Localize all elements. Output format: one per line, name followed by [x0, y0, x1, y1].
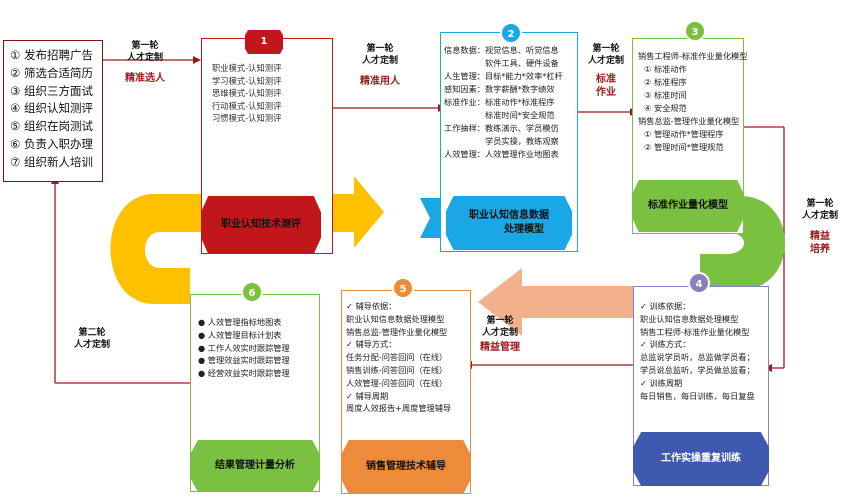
- list-item: ② 管理时间*管理规范: [644, 142, 724, 152]
- list-item: ● 管理效益实时跟踪管理: [198, 355, 290, 366]
- info-row: 人效管理：人效管理作业地图表: [444, 149, 559, 159]
- info-row: 软件工具、硬件设备: [485, 58, 559, 68]
- list-item: ① 标准动作: [644, 64, 687, 74]
- list-item: ③ 标准时间: [644, 90, 687, 100]
- stage-1-number: 1: [253, 31, 275, 53]
- detail-line: 每日销售，每日训练，每日复盘: [640, 390, 755, 401]
- info-row: 感知因素：数字薪酬*数字绩效: [444, 84, 555, 94]
- list-item: ● 工作人效实时跟踪管理: [198, 342, 290, 353]
- stage-2-rows: 信息数据：视觉信息、听觉信息 软件工具、硬件设备 人生管理：目标*能力*效率*杠…: [444, 44, 563, 161]
- round-label-2: 第一轮 人才定制 精准用人: [360, 44, 400, 87]
- info-row: 学员实操，教练观察: [485, 136, 559, 146]
- round-label-3: 第一轮 人才定制 标准 作业: [587, 44, 624, 98]
- stage-4-number: 4: [688, 272, 710, 294]
- round-label-4: 第一轮 人才定制 精益 培养: [801, 199, 838, 255]
- stage-5-lines: ✓ 辅导依据： 职业认知信息数据处理模型 销售总监-管理作业量化模型 ✓ 辅导方…: [346, 300, 451, 415]
- stage-2-title: 职业认知信息数据 处理模型: [446, 196, 572, 250]
- list-item: 学习模式-认知测评: [212, 75, 282, 86]
- detail-line: 人效管理-问答回问（在线）: [346, 377, 448, 388]
- list-item: ② 标准程序: [644, 77, 687, 87]
- stage-6-title: 结果管理计量分析: [190, 440, 320, 492]
- list-item: ● 经营效益实时跟踪管理: [198, 368, 290, 379]
- list-item: ● 人效管理指标地图表: [198, 317, 282, 327]
- stage-2-number: 2: [500, 22, 522, 44]
- stage-1-items: 职业模式-认知测评 学习模式-认知测评 思维模式-认知测评 行动模式-认知测评 …: [212, 62, 281, 125]
- detail-line: ✓ 训练方式：: [640, 339, 691, 350]
- detail-line: 销售工程师-标准作业量化模型: [640, 326, 750, 337]
- detail-line: 职业认知信息数据处理模型: [640, 313, 739, 324]
- list-item: ● 人效管理目标计划表: [198, 329, 282, 340]
- detail-line: ✓ 训练依据：: [640, 301, 691, 311]
- stage-3-items: 销售工程师-标准作业量化模型 ① 标准动作 ② 标准程序 ③ 标准时间 ④ 安全…: [638, 50, 747, 154]
- round-label-6: 第二轮 人才定制: [73, 328, 110, 350]
- list-item: ⑥ 负责入职办理: [10, 136, 93, 151]
- salmon-band: [478, 268, 640, 336]
- stage-6-number: 6: [241, 281, 263, 303]
- recruitment-steps-list: ① 发布招聘广告 ② 筛选合适简历 ③ 组织三方面试 ④ 组织认知测评 ⑤ 组织…: [3, 40, 103, 182]
- list-item: 习惯模式-认知测评: [212, 113, 282, 124]
- stage-1-title: 职业认知技术测评: [201, 196, 321, 254]
- stage-3-number: 3: [684, 20, 706, 42]
- list-item: 职业模式-认知测评: [212, 63, 282, 73]
- arrowhead-1: [193, 56, 201, 64]
- list-heading: 销售工程师-标准作业量化模型: [638, 51, 748, 61]
- stage-4-title: 工作实操重复训练: [633, 432, 769, 486]
- detail-line: ✓ 辅导依据：: [346, 301, 397, 311]
- list-item: ① 发布招聘广告: [10, 48, 93, 62]
- detail-line: ✓ 辅导周期: [346, 390, 389, 401]
- detail-line: 销售总监-管理作业量化模型: [346, 326, 448, 337]
- stage-4-lines: ✓ 训练依据： 职业认知信息数据处理模型 销售工程师-标准作业量化模型 ✓ 训练…: [640, 300, 755, 402]
- list-item: ⑦ 组织新人培训: [10, 154, 93, 169]
- detail-line: 职业认知信息数据处理模型: [346, 313, 445, 324]
- detail-line: 总监说学员听，总监做学员看；: [640, 352, 755, 363]
- list-item: 思维模式-认知测评: [212, 88, 282, 99]
- detail-line: ✓ 训练周期: [640, 377, 683, 388]
- round-label-5: 第一轮 人才定制 精益管理: [480, 316, 520, 353]
- list-item: ② 筛选合适简历: [10, 65, 93, 80]
- list-item: ① 管理动作*管理程序: [644, 129, 724, 139]
- list-heading: 销售总监-管理作业量化模型: [638, 116, 740, 126]
- stage-6-items: ● 人效管理指标地图表 ● 人效管理目标计划表 ● 工作人效实时跟踪管理 ● 管…: [198, 316, 290, 380]
- detail-line: 任务分配-问答回问（在线）: [346, 352, 448, 363]
- info-row: 信息数据：视觉信息、听觉信息: [444, 45, 559, 55]
- detail-line: 周度人效报告+周度管理辅导: [346, 403, 452, 414]
- info-row: 标准时间*安全规范: [485, 110, 555, 120]
- detail-line: ✓ 辅导方式：: [346, 339, 397, 350]
- list-item: ④ 安全规范: [644, 103, 687, 113]
- info-row: 人生管理：目标*能力*效率*杠杆: [444, 71, 563, 81]
- stage-3-title: 标准作业量化模型: [632, 180, 744, 232]
- stage-5-number: 5: [392, 277, 414, 299]
- round-label-1: 第一轮 人才定制 精准选人: [125, 41, 165, 84]
- stage-5-title: 销售管理技术辅导: [341, 440, 471, 494]
- detail-line: 销售训练-问答回问（在线）: [346, 364, 448, 375]
- detail-line: 学员说总监听，学员做总监看；: [640, 364, 755, 375]
- list-item: 行动模式-认知测评: [212, 100, 282, 111]
- info-row: 工作抽样：教练演示、学员模仿: [444, 123, 559, 133]
- list-item: ③ 组织三方面试: [10, 83, 93, 98]
- list-item: ⑤ 组织在岗测试: [10, 119, 93, 134]
- info-row: 标准作业：标准动作*标准程序: [444, 97, 555, 107]
- list-item: ④ 组织认知测评: [10, 101, 93, 116]
